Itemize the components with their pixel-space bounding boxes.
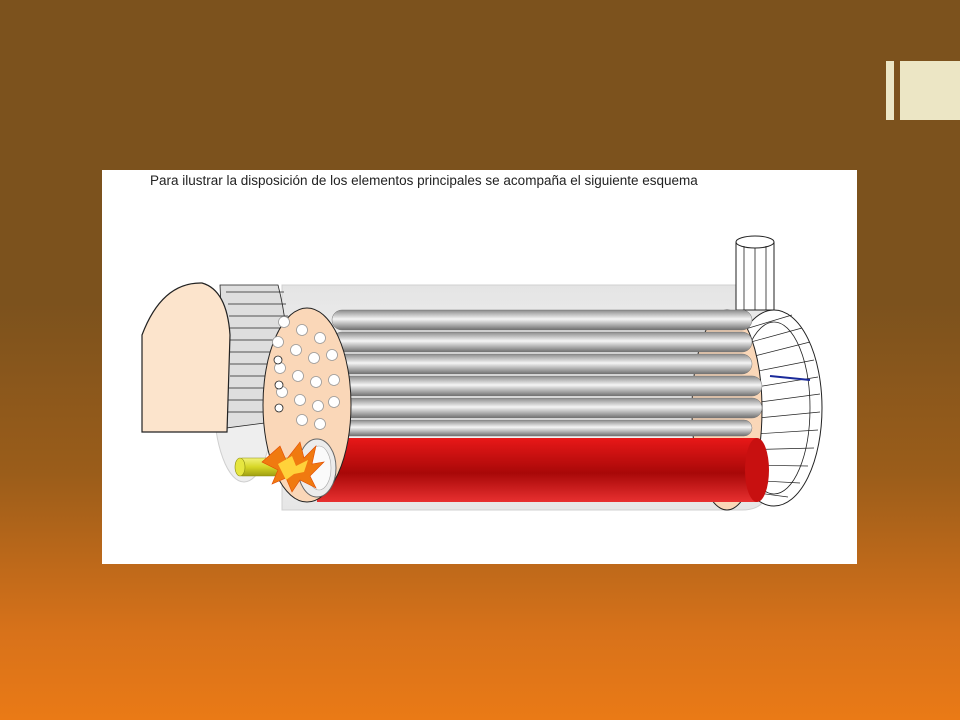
smoke-tubes bbox=[331, 309, 763, 437]
corner-decoration-bar bbox=[886, 61, 894, 120]
boiler-diagram bbox=[141, 235, 823, 511]
cover-side-holes bbox=[273, 355, 284, 413]
corner-decoration bbox=[886, 61, 960, 120]
boiler-figure: Para ilustrar la disposición de los elem… bbox=[102, 170, 857, 564]
exhaust-stack bbox=[735, 235, 775, 311]
flame-icon bbox=[261, 441, 325, 493]
tube-sheet-holes bbox=[272, 316, 340, 430]
furnace-tube bbox=[317, 438, 769, 502]
flow-arrow bbox=[769, 375, 811, 381]
figure-caption: Para ilustrar la disposición de los elem… bbox=[150, 173, 698, 188]
corner-decoration-block bbox=[900, 61, 960, 120]
